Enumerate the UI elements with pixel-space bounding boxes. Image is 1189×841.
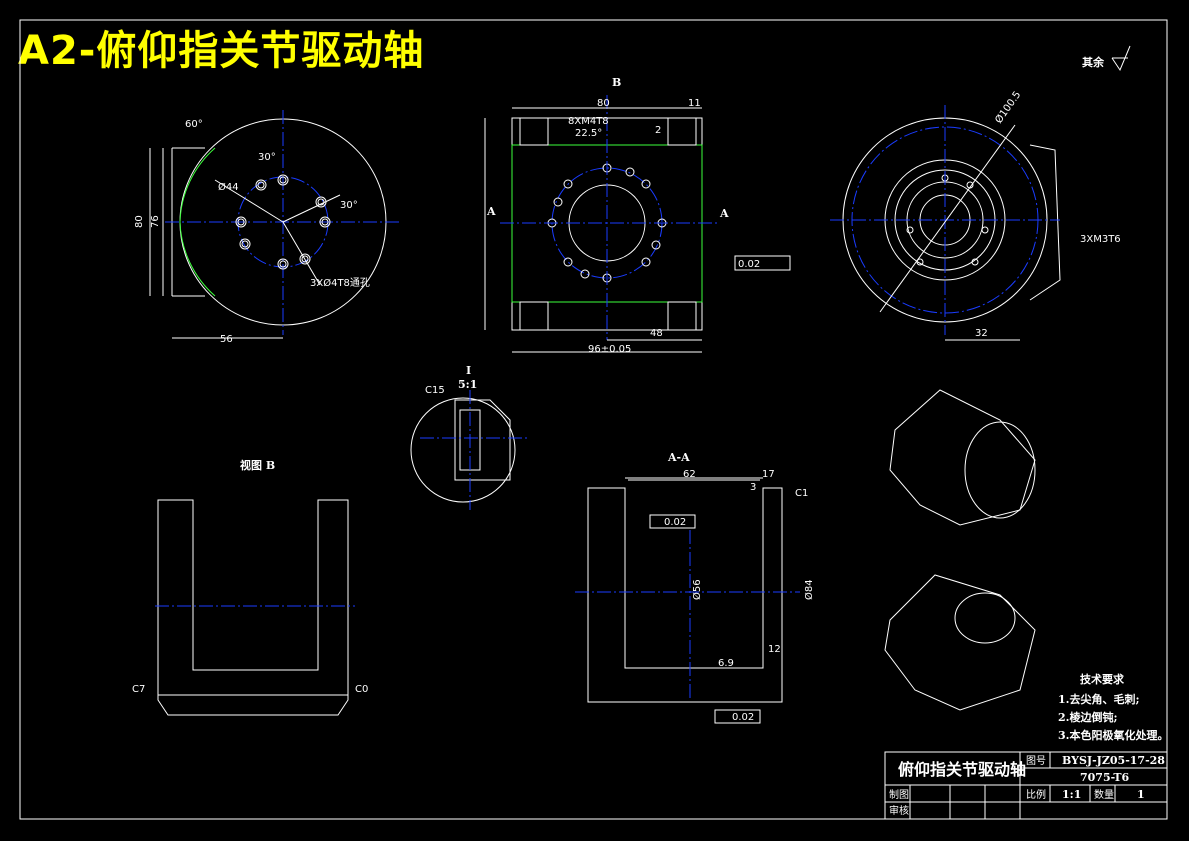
dim-3: 3: [750, 482, 756, 493]
section-label: A-A: [667, 451, 690, 464]
dim-62: 62: [683, 469, 696, 480]
roughness-symbol-icon: [1111, 45, 1131, 72]
scale-value: 1:1: [1062, 788, 1081, 801]
section-arrow-left: A: [486, 205, 496, 218]
dim-phi84: Ø84: [803, 579, 815, 600]
side-view: 80 8XM4T8 22.5° 11 2 96±0.05 48 B A A 0.…: [484, 76, 791, 355]
section-arrow-right: A: [719, 207, 729, 220]
detail-scale: 5:1: [458, 378, 477, 391]
dim-76: 76: [150, 215, 161, 228]
dim-c7: C7: [132, 684, 145, 695]
detail-label: I: [466, 364, 471, 377]
isometric-views: [884, 389, 1036, 711]
drawing-title: A2-俯仰指关节驱动轴: [18, 28, 425, 74]
dim-12: 12: [768, 644, 781, 655]
dim-60deg: 60°: [185, 119, 203, 130]
view-b: 视图 B C7 C0: [132, 458, 368, 716]
dim-96: 96±0.05: [588, 344, 631, 355]
checked-label: 审核: [889, 804, 909, 817]
tech-req-3: 3.本色阳极氧化处理。: [1058, 728, 1168, 742]
dim-22-5: 22.5°: [575, 128, 602, 139]
dim-phi44: Ø44: [218, 181, 239, 193]
tolerance-frame: 0.02: [738, 259, 760, 270]
tech-req-1: 1.去尖角、毛刺;: [1058, 692, 1140, 706]
dim-thread: 8XM4T8: [568, 116, 609, 127]
dim-c15: C15: [425, 385, 445, 396]
drawing-frame: [19, 19, 1168, 820]
dim-phi100: Ø100.5: [993, 89, 1024, 126]
dim-80: 80: [134, 215, 145, 228]
dim-56: 56: [220, 334, 233, 345]
title-block: 俯仰指关节驱动轴 图号 BYSJ-JZ05-17-28 7075-T6 比例 1…: [884, 751, 1168, 820]
qty-value: 1: [1137, 788, 1145, 801]
dim-phi56: Ø56: [691, 579, 703, 600]
drawn-label: 制图: [889, 788, 909, 801]
view-arrow-b: B: [612, 76, 621, 89]
dim-32: 32: [975, 328, 988, 339]
technical-requirements: 技术要求 1.去尖角、毛刺; 2.棱边倒钝; 3.本色阳极氧化处理。: [1058, 672, 1168, 742]
tolerance-1: 0.02: [664, 517, 686, 528]
tech-req-2: 2.棱边倒钝;: [1058, 710, 1118, 724]
dim-c1: C1: [795, 488, 808, 499]
dim-11: 11: [688, 98, 701, 109]
dim-30deg-b: 30°: [340, 200, 358, 211]
section-aa: A-A 62 17 3 C1 Ø56 Ø84 6.9 12 0.02 0.02: [575, 451, 815, 724]
dim-c0: C0: [355, 684, 368, 695]
dim-2: 2: [655, 125, 661, 136]
hole-note: 3XØ4T8通孔: [310, 277, 370, 289]
scale-label: 比例: [1026, 788, 1046, 801]
drawing-no: BYSJ-JZ05-17-28: [1062, 754, 1165, 767]
part-name: 俯仰指关节驱动轴: [898, 760, 1026, 779]
front-view: 80 76 56 60° 30° 30° Ø44 3XØ4T8通孔: [134, 110, 400, 345]
dim-80-b: 80: [597, 98, 610, 109]
tolerance-2: 0.02: [732, 712, 754, 723]
dim-30deg: 30°: [258, 152, 276, 163]
tech-req-heading: 技术要求: [1080, 672, 1125, 686]
qty-label: 数量: [1094, 788, 1114, 801]
detail-view: I 5:1 C15: [410, 364, 530, 510]
dim-17: 17: [762, 469, 775, 480]
material: 7075-T6: [1080, 771, 1130, 784]
roughness-note: 其余: [1082, 55, 1105, 69]
dim-48: 48: [650, 328, 663, 339]
dim-thread-rear: 3XM3T6: [1080, 234, 1121, 245]
view-b-label: 视图 B: [240, 458, 275, 472]
dim-6-9: 6.9: [718, 658, 734, 669]
drawing-no-label: 图号: [1026, 755, 1046, 767]
rear-view: Ø100.5 3XM3T6 32: [830, 89, 1121, 341]
